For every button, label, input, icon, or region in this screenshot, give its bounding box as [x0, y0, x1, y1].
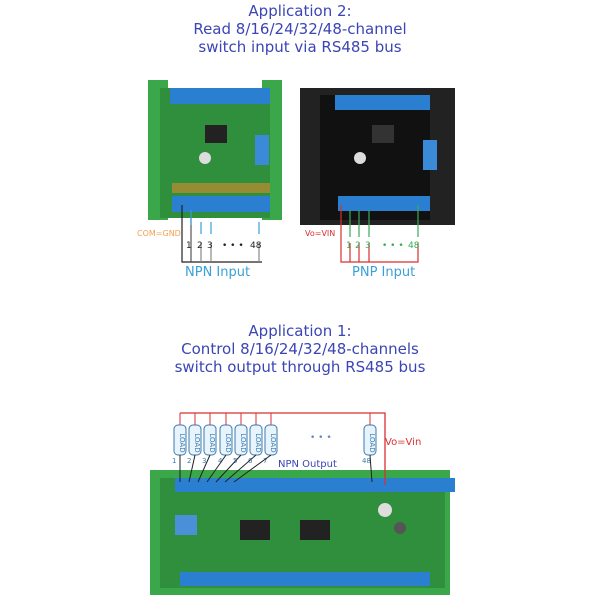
npn-output-label: NPN Output	[278, 459, 337, 470]
load-output-wire	[224, 454, 257, 483]
load-label: LOAD	[208, 433, 216, 452]
load-output-wire	[215, 454, 242, 483]
com-gnd-label: COM=GND	[137, 229, 181, 238]
load-number: 1	[172, 457, 176, 465]
app1-title-line2: Control 8/16/24/32/48-channels	[181, 340, 419, 358]
npn-ch-1: 1	[186, 241, 192, 251]
npn-ch-3: 3	[207, 241, 213, 251]
npn-ch-2: 2	[197, 241, 203, 251]
npn-wiring	[181, 205, 262, 263]
load-number: 6	[248, 457, 253, 465]
load-label: LOAD	[193, 433, 201, 452]
load-label: LOAD	[239, 433, 247, 452]
pnp-ch-3: 3	[365, 241, 371, 251]
app1-title-line1: Application 1:	[248, 322, 352, 340]
load-number: 4	[218, 457, 223, 465]
pnp-ch-48: 48	[408, 241, 420, 251]
green-input-board	[148, 80, 282, 220]
black-input-board	[300, 88, 455, 225]
npn-ellipsis: • • •	[222, 241, 244, 251]
load-label: LOAD	[224, 433, 232, 452]
load-output-wire	[369, 454, 373, 483]
app1-title-line3: switch output through RS485 bus	[174, 358, 426, 376]
load-ellipsis: • • •	[310, 433, 332, 443]
load-output-wire	[197, 454, 211, 483]
load-output-wire	[188, 454, 196, 483]
pnp-ch-1: 1	[346, 241, 352, 251]
app2-title-line3: switch input via RS485 bus	[198, 38, 402, 56]
load-label: LOAD	[269, 433, 277, 452]
pnp-input-caption: PNP Input	[352, 265, 415, 280]
load-group: LOAD1LOAD2LOAD3LOAD4LOAD5LOAD6LOAD7LOAD4…	[172, 412, 386, 485]
load-output-wire	[206, 454, 227, 483]
load-number: 7	[263, 457, 267, 465]
npn-input-caption: NPN Input	[185, 265, 250, 280]
npn-ch-48: 48	[250, 241, 262, 251]
app2-title: Application 2: Read 8/16/24/32/48-channe…	[0, 2, 600, 56]
pnp-ch-2: 2	[355, 241, 361, 251]
pnp-ellipsis: • • •	[382, 241, 404, 251]
vo-vin-output-label: Vo=Vin	[385, 437, 421, 448]
app1-title: Application 1: Control 8/16/24/32/48-cha…	[0, 322, 600, 376]
load-number: 48	[362, 457, 371, 465]
vo-supply-wire	[180, 412, 386, 485]
pnp-wiring	[340, 205, 419, 263]
load-label: LOAD	[254, 433, 262, 452]
vo-vin-label: Vo=VIN	[305, 229, 335, 238]
app2-title-line2: Read 8/16/24/32/48-channel	[193, 20, 407, 38]
load-number: 3	[202, 457, 206, 465]
app2-title-line1: Application 2:	[248, 2, 352, 20]
load-output-wire	[233, 454, 272, 483]
load-number: 2	[187, 457, 191, 465]
load-label: LOAD	[368, 433, 376, 452]
output-board	[150, 470, 455, 595]
load-label: LOAD	[178, 433, 186, 452]
